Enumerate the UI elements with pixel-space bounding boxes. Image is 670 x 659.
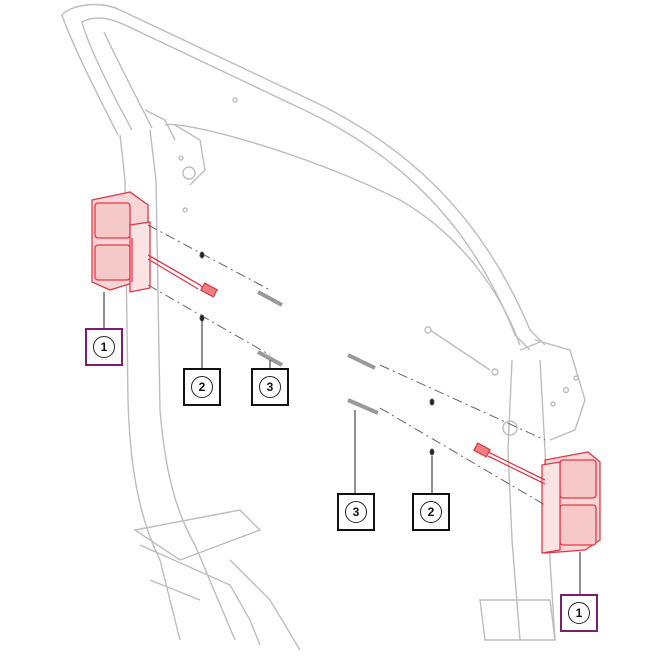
callout-2-right: 2 (412, 493, 450, 531)
callout-2-left: 2 (183, 368, 221, 406)
callout-number: 1 (568, 602, 590, 624)
right-fasteners (347, 353, 435, 456)
callout-number: 3 (259, 376, 281, 398)
callout-3-left: 3 (251, 368, 289, 406)
callout-number: 2 (420, 501, 442, 523)
callout-1-right: 1 (560, 594, 598, 632)
left-wire-harness (147, 254, 218, 298)
callout-number: 1 (93, 336, 115, 358)
right-wire-harness (473, 442, 546, 485)
roll-bar-frame (61, 3, 586, 651)
right-assembly-lines (379, 364, 546, 506)
right-tail-lamp (541, 451, 601, 554)
left-fasteners (199, 251, 283, 367)
callout-number: 3 (345, 501, 367, 523)
callout-1-left: 1 (85, 328, 123, 366)
left-assembly-lines (147, 224, 271, 356)
left-tail-lamp (91, 191, 151, 293)
callout-3-right: 3 (337, 493, 375, 531)
callout-number: 2 (191, 376, 213, 398)
